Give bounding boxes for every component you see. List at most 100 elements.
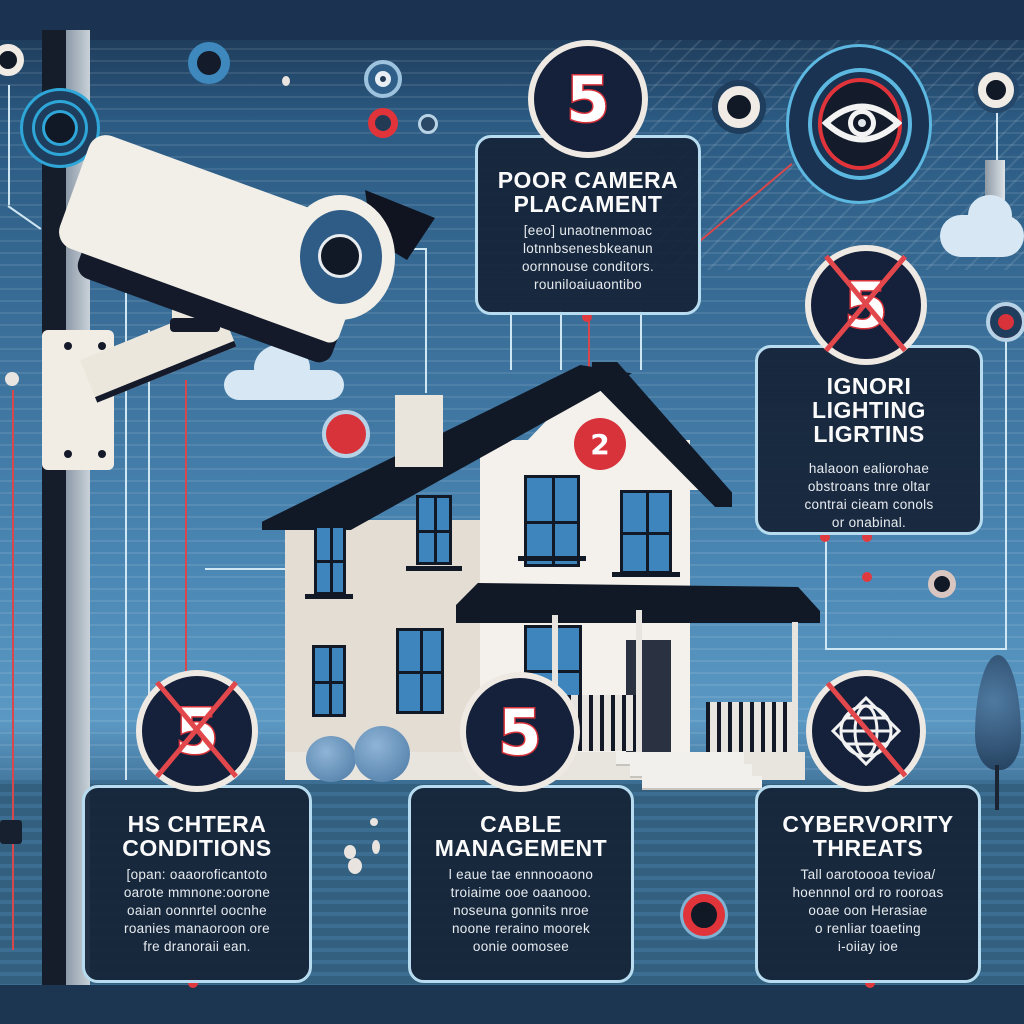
- card-title-line: CABLE: [480, 811, 562, 837]
- top-band: [0, 0, 1024, 40]
- wire-node: [862, 532, 872, 542]
- wire-node: [282, 76, 290, 86]
- house-window: [312, 645, 346, 717]
- card-body: l eaue tae ennnooaono troiaime ooe oaano…: [421, 866, 621, 956]
- bolt: [64, 342, 72, 350]
- window-sill: [305, 594, 353, 599]
- card-body-line: rouniloaiuaontibo: [534, 277, 642, 292]
- house-window: [524, 475, 580, 567]
- bolt: [64, 450, 72, 458]
- house-window: [620, 490, 672, 574]
- wire: [640, 310, 642, 370]
- red-wire: [588, 318, 590, 378]
- wire: [560, 310, 562, 370]
- card-body-line: [eeo] unaotnenmoac: [523, 223, 653, 238]
- porch-railing: [706, 702, 794, 758]
- wire: [148, 330, 150, 760]
- card-body-line: l eaue tae ennnooaono: [448, 867, 594, 882]
- window-sill: [518, 556, 586, 561]
- card-body-line: noone reraino moorek: [451, 921, 591, 936]
- wire: [825, 648, 1007, 650]
- card-title-line: LIGRTINS: [813, 421, 925, 447]
- wire-node: [582, 312, 592, 322]
- card-body-line: contrai cieam conols: [804, 497, 934, 512]
- card-body-line: i-oiiay ioe: [837, 939, 899, 954]
- card-body-line: Tall oarotoooa tevioa/: [800, 867, 936, 882]
- tree-trunk: [995, 765, 999, 810]
- card-title-line: CONDITIONS: [122, 835, 272, 861]
- card-title-line: PLACAMENT: [513, 191, 663, 217]
- cloud-icon: [968, 195, 1012, 235]
- card-body-line: or onabinal.: [831, 515, 907, 530]
- card-body: Tall oarotoooa tevioa/ hoennnol ord ro r…: [768, 866, 968, 956]
- mounting-pole: [42, 30, 66, 985]
- wire-node: [188, 978, 198, 988]
- card-body-line: hoennnol ord ro rooroas: [792, 885, 944, 900]
- card-body-line: noseuna gonnits nroe: [453, 903, 589, 918]
- card-body: [opan: oaaoroficantoto oarote mmnone:oor…: [95, 866, 299, 956]
- card-body-line: halaoon ealiorohae: [808, 461, 930, 476]
- wire: [125, 240, 127, 780]
- card-title-line: POOR CAMERA: [497, 167, 679, 193]
- wire-node: [862, 572, 872, 582]
- wire: [8, 85, 10, 205]
- record-icon: [986, 302, 1024, 342]
- card-title-line: CYBERVORITY: [782, 811, 954, 837]
- card-body-line: [opan: oaaoroficantoto: [126, 867, 268, 882]
- card-body-line: ooae oon Herasiae: [808, 903, 928, 918]
- house-window: [396, 628, 444, 714]
- card-body-line: roanies manaoroon ore: [124, 921, 270, 936]
- target-ring-icon: [978, 72, 1014, 108]
- wire-node: [820, 532, 830, 542]
- window-sill: [406, 566, 462, 571]
- card-title: CYBERVORITY THREATS: [768, 812, 968, 860]
- target-ring-icon: [364, 60, 402, 98]
- wire: [425, 248, 427, 393]
- decorative-sphere: [354, 726, 410, 782]
- house-window: [416, 495, 452, 565]
- wire-node: [865, 978, 875, 988]
- number-badge: 5: [528, 40, 648, 158]
- card-title-line: HS CHTERA: [127, 811, 267, 837]
- number-badge: 5: [460, 672, 580, 792]
- record-icon: [368, 108, 398, 138]
- porch-post: [792, 622, 798, 757]
- figure-icon: [348, 858, 362, 874]
- target-ring-icon: [188, 42, 230, 84]
- figure-icon: [370, 818, 378, 826]
- card-body-line: fre dranoraii ean.: [143, 939, 251, 954]
- red-wire: [12, 390, 14, 950]
- figure-icon: [344, 845, 356, 859]
- target-ring-icon: [718, 86, 760, 128]
- card-cable-management: CABLE MANAGEMENT l eaue tae ennnooaono t…: [408, 785, 634, 983]
- target-ring-icon: [928, 570, 956, 598]
- figure-icon: [372, 840, 380, 854]
- card-title-line: MANAGEMENT: [434, 835, 608, 861]
- power-icon: [683, 894, 725, 936]
- wire: [996, 110, 998, 200]
- card-body-line: obstroans tnre oltar: [807, 479, 931, 494]
- camera-lens-center: [318, 234, 362, 278]
- red-wire: [185, 380, 187, 720]
- junction-box-icon: [0, 820, 22, 844]
- card-title: IGNORI LIGHTING LIGRTINS: [768, 374, 970, 446]
- card-poor-camera-placement: POOR CAMERA PLACAMENT [eeo] unaotnenmoac…: [475, 135, 701, 315]
- bolt: [98, 450, 106, 458]
- card-title-line: IGNORI LIGHTING: [812, 373, 926, 423]
- card-body-line: oarote mmnone:oorone: [123, 885, 271, 900]
- card-body-line: lotnnbsenesbkeanun: [522, 241, 653, 256]
- card-title: HS CHTERA CONDITIONS: [95, 812, 299, 860]
- card-ignoring-lighting: IGNORI LIGHTING LIGRTINS halaoon ealioro…: [755, 345, 983, 535]
- wire-node: [5, 372, 19, 386]
- card-body-line: oonie oomosee: [472, 939, 570, 954]
- card-body: [eeo] unaotnenmoac lotnnbsenesbkeanun oo…: [488, 222, 688, 294]
- badge-number: 5: [565, 61, 611, 137]
- badge-number: 5: [497, 694, 543, 770]
- crossed-number-badge: 5: [805, 245, 927, 365]
- window-sill: [612, 572, 680, 577]
- decorative-sphere: [306, 736, 356, 782]
- wire: [205, 568, 285, 570]
- porch-post: [636, 610, 642, 755]
- porch-step: [642, 776, 762, 790]
- card-title-line: THREATS: [812, 835, 924, 861]
